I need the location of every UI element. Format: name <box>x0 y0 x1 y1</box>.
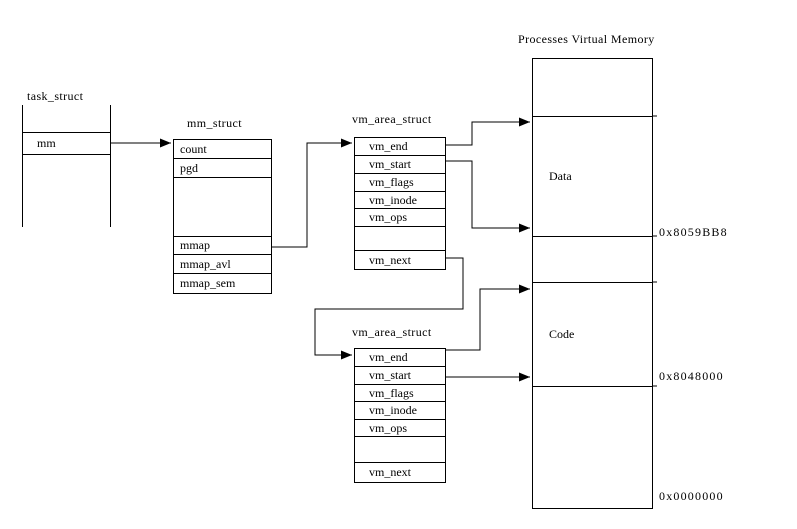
field-label: mmap_sem <box>180 276 236 290</box>
memory-region-data: Data <box>533 117 652 237</box>
field-label: vm_start <box>369 157 411 171</box>
code-region-label: Code <box>549 327 575 341</box>
vm-area-struct-2-title: vm_area_struct <box>352 325 432 339</box>
mm-struct-field-count: count <box>174 140 271 159</box>
mm-struct-field-pgd: pgd <box>174 159 271 178</box>
vma2-field-vm-ops: vm_ops <box>355 420 445 437</box>
task-struct-left-line <box>22 105 23 227</box>
task-struct-mm-cell: mm <box>22 132 111 155</box>
vma2-field-vm-inode: vm_inode <box>355 402 445 420</box>
field-label: vm_next <box>369 465 411 479</box>
field-label: vm_flags <box>369 385 414 400</box>
field-label: vm_inode <box>369 403 417 417</box>
vma2-field-vm-end: vm_end <box>355 349 445 367</box>
vm-area-struct-1-title: vm_area_struct <box>352 112 432 126</box>
field-label: vm_flags <box>369 175 414 189</box>
vma1-field-vm-next: vm_next <box>355 251 445 269</box>
vma1-field-vm-end: vm_end <box>355 138 445 156</box>
field-label: vm_start <box>369 368 411 382</box>
mm-struct-box: count pgd mmap mmap_avl mmap_sem <box>173 139 272 294</box>
virtual-memory-box: Data Code <box>532 58 653 509</box>
field-label: mmap <box>180 238 210 252</box>
vma1-spacer-row <box>355 227 445 251</box>
memory-region-gap <box>533 237 652 283</box>
field-label: vm_end <box>369 350 408 364</box>
address-label-data-end: 0x8059BB8 <box>659 225 728 239</box>
field-label: vm_end <box>369 139 408 153</box>
vm-area-struct-1-box: vm_end vm_start vm_flags vm_inode vm_ops… <box>354 137 446 270</box>
address-label-code-start: 0x8048000 <box>659 369 724 383</box>
mm-struct-field-mmap-sem: mmap_sem <box>174 274 271 293</box>
field-label: mmap_avl <box>180 256 231 271</box>
connector-vma1-vmnext-to-vma2 <box>314 257 464 360</box>
field-label: vm_ops <box>369 210 408 224</box>
vma1-field-vm-inode: vm_inode <box>355 192 445 209</box>
connector-vma1-vmend-to-data-top <box>445 117 530 146</box>
connector-mmap-to-vma1 <box>271 138 352 248</box>
vma2-field-vm-flags: vm_flags <box>355 385 445 402</box>
mm-struct-field-mmap-avl: mmap_avl <box>174 255 271 274</box>
mm-struct-spacer-row <box>174 178 271 237</box>
mm-struct-title: mm_struct <box>187 116 242 130</box>
vma1-field-vm-ops: vm_ops <box>355 209 445 227</box>
address-label-zero: 0x0000000 <box>659 489 724 503</box>
vma1-field-vm-start: vm_start <box>355 156 445 174</box>
task-struct-right-line <box>110 105 111 227</box>
vm-area-struct-2-box: vm_end vm_start vm_flags vm_inode vm_ops… <box>354 348 446 483</box>
task-struct-title: task_struct <box>27 89 84 103</box>
connector-vma2-vmend-to-code-top <box>445 284 530 351</box>
memory-region-code: Code <box>533 283 652 387</box>
field-label: vm_inode <box>369 192 417 207</box>
field-label: count <box>180 141 207 156</box>
data-region-label: Data <box>549 169 572 183</box>
field-label: vm_ops <box>369 420 408 435</box>
task-struct-mm-label: mm <box>37 136 56 150</box>
vma2-field-vm-next: vm_next <box>355 463 445 482</box>
memory-region-bottom <box>533 387 652 508</box>
field-label: vm_next <box>369 252 411 267</box>
vma2-field-vm-start: vm_start <box>355 367 445 385</box>
vma2-spacer-row <box>355 437 445 463</box>
vma1-field-vm-flags: vm_flags <box>355 174 445 192</box>
memory-region-top <box>533 59 652 117</box>
field-label: pgd <box>180 160 198 175</box>
connector-vma1-vmstart-to-data-bottom <box>445 160 530 233</box>
mm-struct-field-mmap: mmap <box>174 237 271 255</box>
virtual-memory-title: Processes Virtual Memory <box>518 32 655 46</box>
